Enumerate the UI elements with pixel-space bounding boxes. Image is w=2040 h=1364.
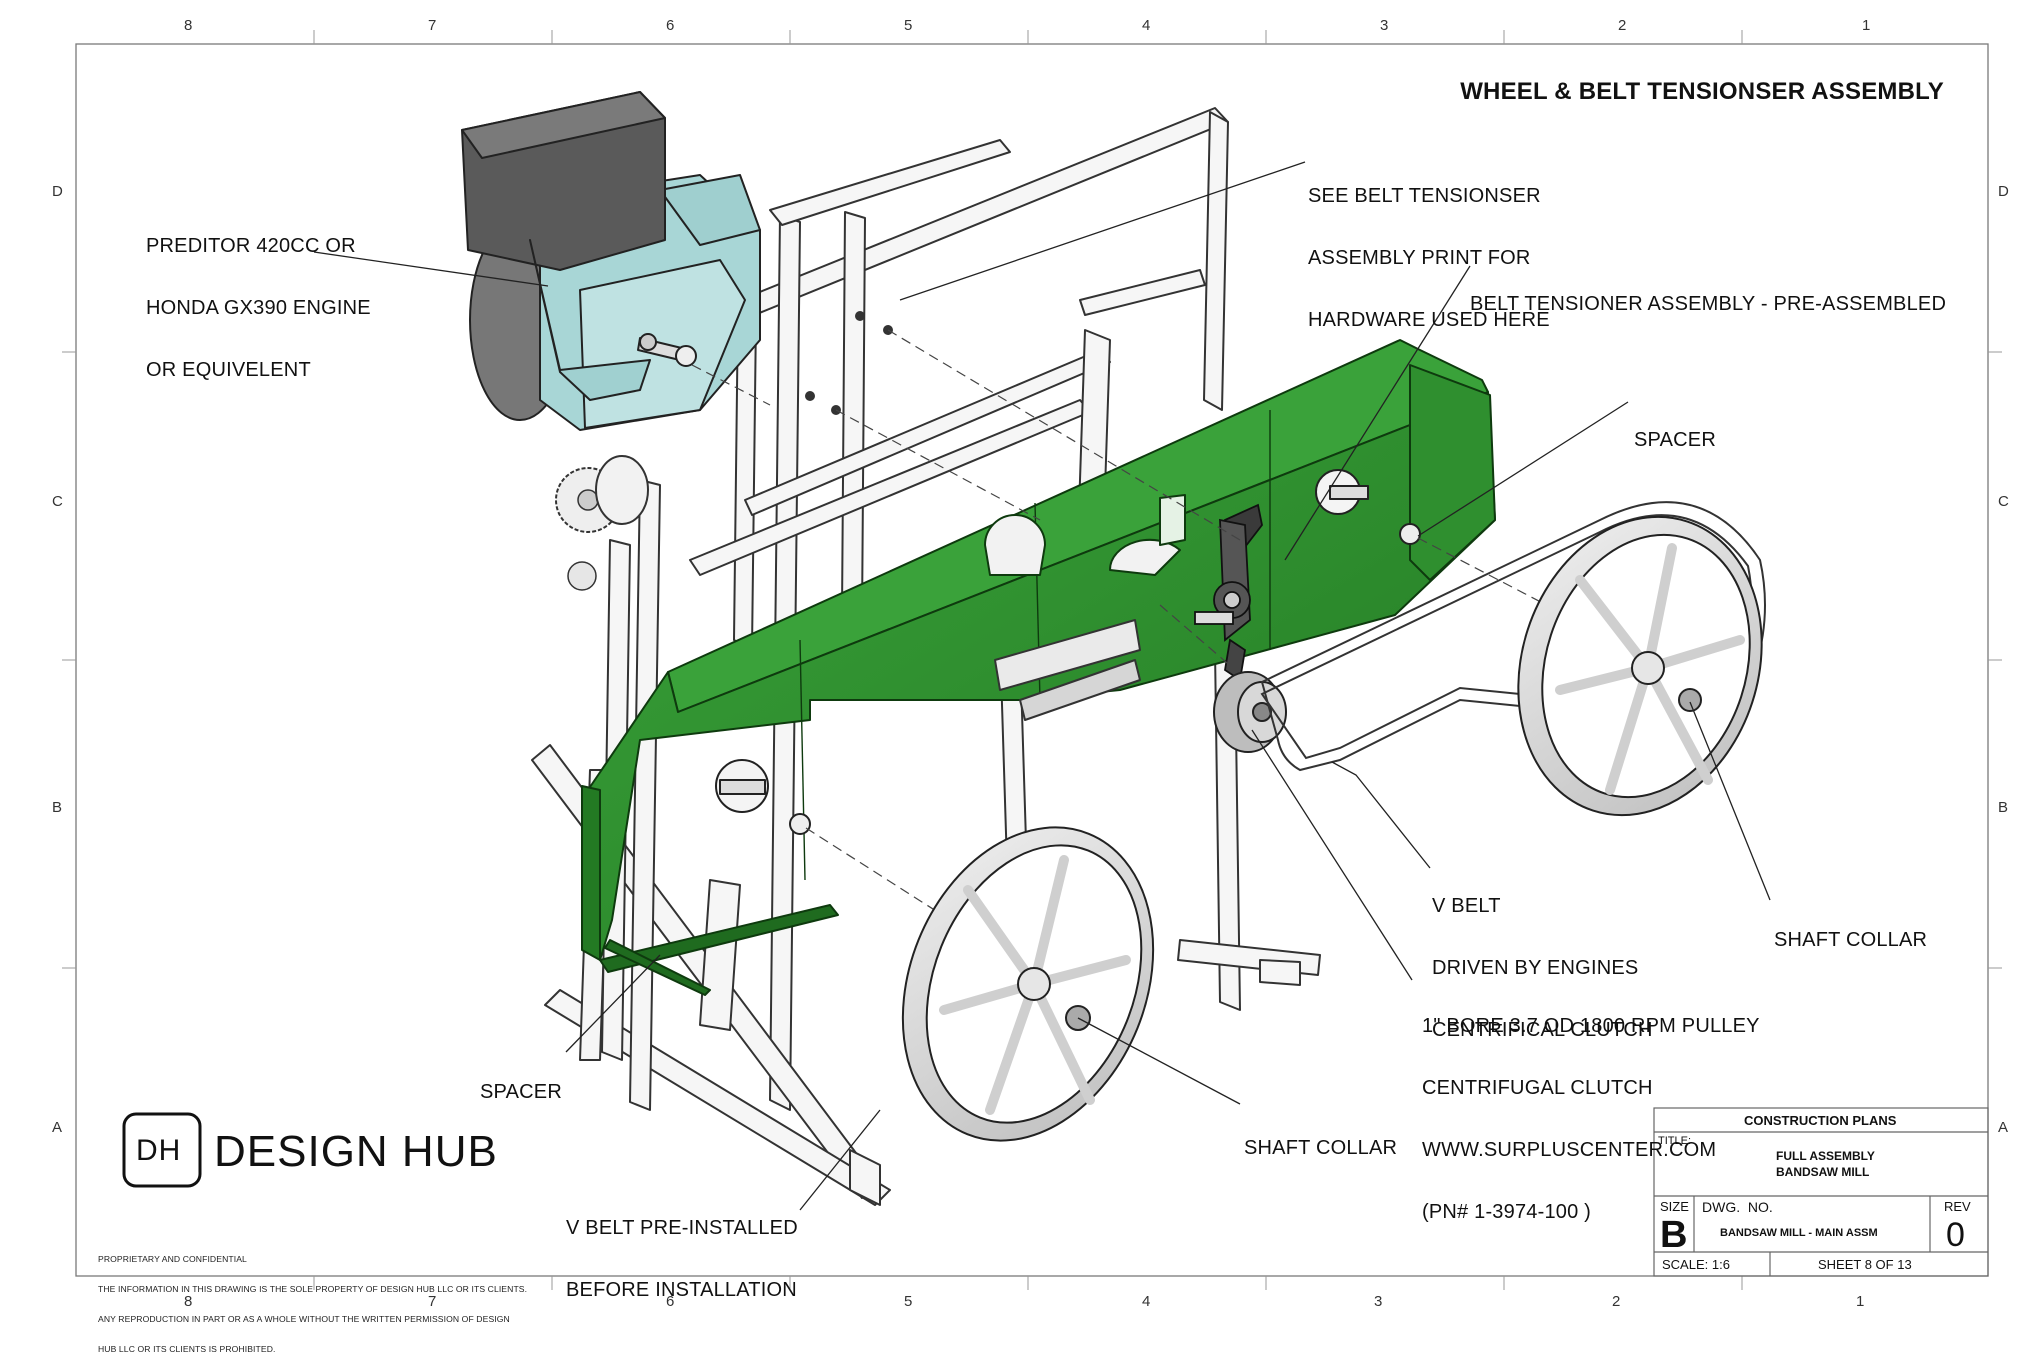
title-block-scale: SCALE: 1:6 (1662, 1257, 1730, 1272)
callout-line: SPACER (1634, 429, 1716, 451)
title-block-header: CONSTRUCTION PLANS (1744, 1113, 1897, 1128)
zone-col-top-8: 8 (184, 17, 193, 34)
callout-line: WWW.SURPLUSCENTER.COM (1422, 1139, 1717, 1161)
zone-col-bottom-7: 7 (428, 1293, 437, 1310)
callout-line: BEFORE INSTALLATION (566, 1279, 797, 1301)
callout-line: HONDA GX390 ENGINE (146, 297, 371, 319)
title-block-rev-label: REV (1944, 1199, 1971, 1214)
zone-col-bottom-1: 1 (1856, 1293, 1865, 1310)
logo-name: DESIGN HUB (214, 1127, 498, 1176)
callout-line: V BELT PRE-INSTALLED (566, 1217, 798, 1239)
callout-line: BELT TENSIONER ASSEMBLY - PRE-ASSEMBLED (1470, 293, 1947, 315)
zone-col-top-2: 2 (1618, 17, 1627, 34)
title-block-sheet: SHEET 8 OF 13 (1818, 1257, 1912, 1272)
notice-line: THE INFORMATION IN THIS DRAWING IS THE S… (98, 1284, 528, 1294)
callout-line: PREDITOR 420CC OR (146, 235, 356, 257)
callout-pulley: 1" BORE 3.7 OD 1800 RPM PULLEY CENTRIFUG… (1422, 976, 1760, 1244)
callout-line: CENTRIFICAL CLUTCH (1432, 1019, 1653, 1041)
callout-line: SEE BELT TENSIONSER (1308, 185, 1541, 207)
zone-row-right-a: A (1998, 1119, 2009, 1136)
zone-col-bottom-3: 3 (1374, 1293, 1383, 1310)
zone-col-top-7: 7 (428, 17, 437, 34)
notice-line: HUB LLC OR ITS CLIENTS IS PROHIBITED. (98, 1344, 276, 1354)
zone-row-right-b: B (1998, 799, 2009, 816)
title-block-title-line-1: FULL ASSEMBLY (1776, 1149, 1875, 1163)
engine (461, 91, 761, 431)
zone-row-left-b: B (52, 799, 63, 816)
callout-shaft-collar-bottom: SHAFT COLLAR (1244, 1098, 1397, 1180)
drawing-title: WHEEL & BELT TENSIONSER ASSEMBLY (1460, 78, 1944, 105)
leader-lines (313, 161, 1771, 1211)
callout-spacer-right: SPACER (1634, 390, 1716, 472)
callout-line: ASSEMBLY PRINT FOR (1308, 247, 1531, 269)
zone-ticks (62, 30, 2002, 1290)
zone-row-left-d: D (52, 183, 63, 200)
logo-mark-box (122, 1112, 202, 1188)
zone-col-bottom-6: 6 (666, 1293, 675, 1310)
zone-col-top-3: 3 (1380, 17, 1389, 34)
zone-row-left-c: C (52, 493, 63, 510)
title-block-dwg-value: BANDSAW MILL - MAIN ASSM (1720, 1227, 1878, 1239)
callout-line: SPACER (480, 1081, 562, 1103)
callout-v-belt: V BELT DRIVEN BY ENGINES CENTRIFICAL CLU… (1432, 856, 1653, 1062)
drawing-sheet (62, 30, 2002, 1290)
zone-col-top-4: 4 (1142, 17, 1151, 34)
callout-line: SHAFT COLLAR (1244, 1137, 1398, 1159)
callout-line: DRIVEN BY ENGINES (1432, 957, 1639, 979)
title-block-size-label: SIZE (1660, 1199, 1689, 1214)
callout-see-tensioner: SEE BELT TENSIONSER ASSEMBLY PRINT FOR H… (1308, 146, 1550, 352)
hardware-nuts (805, 311, 893, 415)
callout-v-belt-preinstalled: V BELT PRE-INSTALLED BEFORE INSTALLATION (566, 1178, 798, 1322)
callout-line: 1" BORE 3.7 OD 1800 RPM PULLEY (1422, 1015, 1760, 1037)
zone-row-right-c: C (1998, 493, 2009, 510)
callout-tensioner-assembly: BELT TENSIONER ASSEMBLY - PRE-ASSEMBLED (1470, 254, 1946, 336)
callout-line: (PN# 1-3974-100 ) (1422, 1201, 1592, 1223)
callout-line: CENTRIFUGAL CLUTCH (1422, 1077, 1653, 1099)
zone-col-bottom-4: 4 (1142, 1293, 1151, 1310)
logo-mark: DH (136, 1134, 182, 1167)
title-block-size-value: B (1660, 1214, 1688, 1256)
callout-spacer-left: SPACER (480, 1042, 562, 1124)
zone-col-bottom-8: 8 (184, 1293, 193, 1310)
confidential-notice: PROPRIETARY AND CONFIDENTIAL THE INFORMA… (98, 1234, 527, 1364)
zone-col-top-6: 6 (666, 17, 675, 34)
zone-row-right-d: D (1998, 183, 2009, 200)
zone-row-left-a: A (52, 1119, 63, 1136)
notice-line: PROPRIETARY AND CONFIDENTIAL (98, 1254, 247, 1264)
title-block-lines (1653, 1107, 1989, 1277)
callout-engine: PREDITOR 420CC OR HONDA GX390 ENGINE OR … (146, 196, 371, 402)
right-wheel (1517, 515, 1763, 817)
zone-col-top-5: 5 (904, 17, 913, 34)
title-block-dwg-label: DWG. NO. (1702, 1199, 1773, 1215)
title-block-rev-value: 0 (1946, 1216, 1965, 1254)
callout-line: HARDWARE USED HERE (1308, 309, 1550, 331)
belt-tensioner (1194, 503, 1263, 682)
zone-col-bottom-5: 5 (904, 1293, 913, 1310)
notice-line: ANY REPRODUCTION IN PART OR AS A WHOLE W… (98, 1314, 510, 1324)
title-block-title-label: TITLE: (1658, 1135, 1692, 1147)
title-block-title-line-2: BANDSAW MILL (1776, 1165, 1870, 1179)
callout-shaft-collar-right: SHAFT COLLAR (1774, 890, 1927, 972)
left-wheel (901, 826, 1155, 1142)
callout-line: SHAFT COLLAR (1774, 929, 1928, 951)
callout-line: OR EQUIVELENT (146, 359, 311, 381)
callout-line: V BELT (1432, 895, 1501, 917)
drive-sprocket (555, 455, 649, 591)
zone-col-bottom-2: 2 (1612, 1293, 1621, 1310)
zone-col-top-1: 1 (1862, 17, 1871, 34)
